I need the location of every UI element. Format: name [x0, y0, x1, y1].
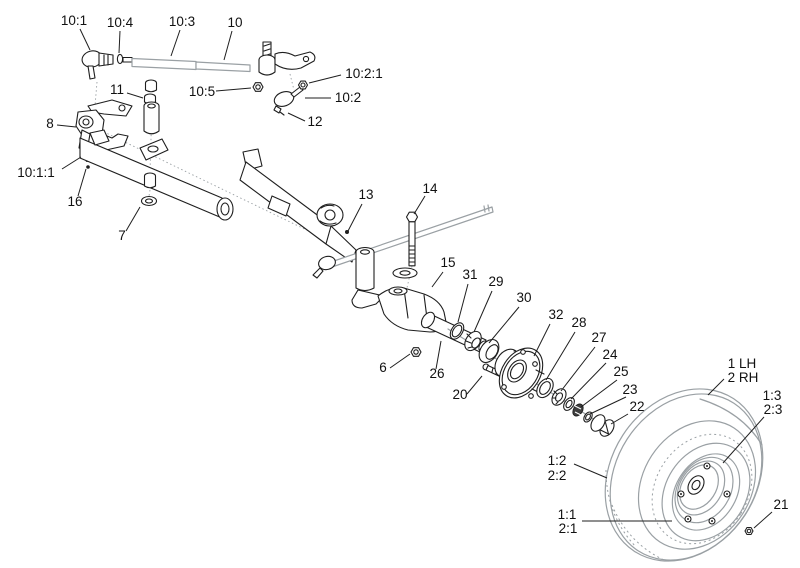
- part-label-14: 14: [422, 181, 438, 196]
- pivot-cylinder: [355, 251, 375, 292]
- part-label-25: 25: [613, 364, 628, 379]
- axle-beam: [79, 129, 357, 263]
- rim-hub: [687, 475, 705, 495]
- dust-cap-22: [590, 414, 615, 437]
- arm-hole: [302, 55, 310, 63]
- tie-rod-shaft-10: [195, 61, 251, 73]
- callout-1-2: 1:2: [548, 453, 567, 468]
- nut-6: [410, 347, 422, 357]
- steering-arm-assembly: [252, 41, 316, 116]
- bolt-shaft: [408, 221, 416, 267]
- tread-line: [605, 469, 637, 548]
- part-label-10-4: 10:4: [107, 15, 134, 30]
- hub-32: [494, 347, 545, 399]
- rim-step: [676, 460, 726, 516]
- hub-and-bearings: [447, 322, 615, 437]
- seal-ring-31: [449, 322, 465, 340]
- wheel-and-tire: [604, 388, 764, 562]
- kingpin-body: [143, 105, 160, 135]
- part-label-23: 23: [622, 382, 637, 397]
- part-label-22: 22: [629, 399, 644, 414]
- part-label-16: 16: [67, 194, 82, 209]
- valve-stem: [744, 526, 754, 536]
- kingpin-and-bushings-11: [143, 79, 160, 135]
- part-label-28: 28: [571, 315, 586, 330]
- callout-1-3: 1:3: [763, 388, 782, 403]
- ball-joint-stub: [98, 52, 114, 67]
- tire-sidewall-stitch: [651, 433, 753, 545]
- rim-step: [679, 464, 719, 510]
- beam-link: [325, 225, 357, 263]
- rod-neck: [122, 56, 133, 63]
- kingpin-ball: [78, 115, 94, 129]
- callout-1-1: 1:1: [558, 507, 577, 522]
- tie-rod-assembly: [81, 50, 251, 80]
- rod-ball-stud: [312, 267, 324, 279]
- arm-boss-body: [258, 59, 276, 76]
- cross-plate: [267, 195, 291, 217]
- pivot-boss: [316, 203, 344, 227]
- part-label-6: 6: [379, 360, 387, 375]
- tread-line: [611, 504, 665, 561]
- callout-2-1: 2:1: [559, 521, 578, 536]
- beam-boss: [216, 197, 234, 221]
- bolt-12: [273, 105, 282, 114]
- part-label-10-2-1: 10:2:1: [345, 66, 383, 81]
- part-label-11: 11: [110, 82, 124, 97]
- part-label-26: 26: [429, 366, 444, 381]
- beam-tab: [89, 129, 110, 146]
- callout-wheel-rh: 2 RH: [728, 370, 759, 385]
- part-label-20: 20: [452, 387, 467, 402]
- part-label-8: 8: [46, 116, 54, 131]
- kingpin-boss: [388, 286, 408, 296]
- part-label-10-5: 10:5: [189, 84, 215, 99]
- part-label-21: 21: [773, 497, 788, 512]
- part-label-13: 13: [358, 187, 373, 202]
- ball-joint-10-2-stud: [290, 86, 304, 98]
- part-label-29: 29: [488, 274, 503, 289]
- washer-7: [140, 195, 158, 207]
- washer-10-4: [116, 53, 124, 65]
- callout-wheel-lh: 1 LH: [728, 356, 757, 371]
- arm-plate: [274, 51, 316, 70]
- rod-ball-end: [318, 255, 336, 271]
- part-label-7: 7: [118, 228, 126, 243]
- seal-28: [536, 377, 554, 399]
- knuckle-hole: [118, 104, 126, 112]
- callout-2-2: 2:2: [548, 468, 567, 483]
- nut-10-2-1: [297, 80, 309, 90]
- ball-joint-stud: [87, 65, 96, 80]
- part-label-32: 32: [548, 307, 563, 322]
- part-label-10: 10: [227, 15, 242, 30]
- bolt-14: [392, 211, 419, 279]
- part-label-10-3: 10:3: [169, 14, 195, 29]
- part-label-10-1: 10:1: [61, 13, 87, 28]
- part-label-12: 12: [307, 114, 322, 129]
- part-label-31: 31: [462, 267, 477, 282]
- knuckle-arm: [351, 289, 385, 309]
- fitting-16: [86, 165, 90, 169]
- part-label-30: 30: [516, 290, 531, 305]
- bolt-head: [405, 211, 419, 223]
- tire-highlight-arc: [699, 398, 763, 446]
- washer-plate: [392, 267, 418, 279]
- callout-2-3: 2:3: [764, 402, 783, 417]
- tie-rod-tube-10-3: [131, 57, 197, 71]
- labels: 10:1 10:4 10:3 10 10:2:1 10:5 10:2 12 11…: [17, 13, 788, 536]
- part-label-10-1-1: 10:1:1: [17, 165, 55, 180]
- part-label-24: 24: [602, 347, 618, 362]
- nut-10-5: [252, 82, 264, 92]
- castle-nut-25: [572, 403, 584, 417]
- lug-nuts: [677, 462, 731, 525]
- hub-bore: [507, 359, 527, 383]
- part-label-15: 15: [440, 255, 455, 270]
- part-label-10-2: 10:2: [335, 90, 361, 105]
- part-label-27: 27: [591, 330, 606, 345]
- bushing-and-washer-7: [140, 172, 158, 207]
- rim-hub-bore: [691, 479, 701, 491]
- leader-lines: [56, 28, 773, 529]
